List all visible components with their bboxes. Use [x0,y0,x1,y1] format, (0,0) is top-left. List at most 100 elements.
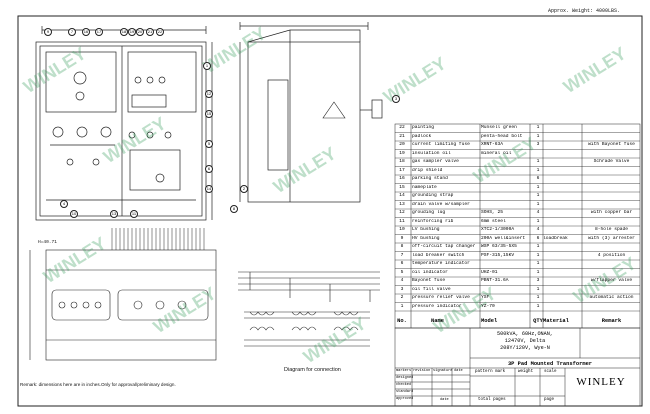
bom-cell-no: 3 [400,286,404,292]
callout-number: 12 [205,90,213,98]
tb-label-standard: standard [396,390,414,394]
callout-number: 2 [240,185,248,193]
bom-col-model: Model [481,318,498,324]
bom-cell-name: LV bushing [412,227,440,232]
bom-cell-name: oil fill valve [412,286,451,292]
bom-col-qty: QTY [533,318,543,324]
tb-scale: scale [544,370,557,374]
connection-diagram [238,271,380,347]
bom-cell-qty: 4 [536,227,540,232]
bom-row: 4 Bayonet fuse PBNT-31.6A 3 w/flapper valve [395,277,640,286]
bom-col-remark: Remark [601,318,622,324]
bom-cell-no: 8 [400,244,404,249]
bom-cell-name: nameplate [412,184,437,190]
tb-label-checked: checked [396,383,412,387]
bom-row-lines [395,132,640,312]
bom-cell-qty: 1 [536,125,540,130]
bom-cell-remark: automatic action [589,295,634,300]
bom-cell-qty: 4 [536,210,540,215]
callout-number: 11 [130,210,138,218]
callout-number: 20 [136,28,144,36]
bom-col-no: No. [397,318,407,324]
bom-cell-qty: 1 [536,261,540,266]
tb-page: page [544,398,555,402]
tb-date: date [440,398,449,402]
bom-header-row: No. Name Model QTY Material Remark [395,317,640,326]
callout-number: 18 [120,28,128,36]
bom-cell-model: penta-head bolt [481,133,523,139]
approx-weight: Approx. Weight: 4000LBS. [548,8,621,14]
bom-cell-no: 2 [400,295,404,300]
bom-cell-no: 18 [399,159,405,164]
bom-cell-name: HV bushing [412,235,440,241]
bom-cell-remark: 8-hole spade [594,227,629,232]
bom-cell-no: 6 [400,261,404,266]
brand-name: WINLEY [576,376,626,388]
bom-cell-name: reinforcing rib [412,218,454,224]
bom-cell-name: Bayonet fuse [412,278,446,283]
bom-cell-qty: 1 [536,269,540,275]
spec-line-1: 500kVA, 60Hz,ONAN, [496,331,554,337]
bom-cell-no: 4 [400,278,404,283]
bom-cell-qty: 1 [536,244,540,249]
bom-cell-qty: 1 [536,252,540,258]
bom-cell-no: 10 [399,227,405,232]
callout-number: 16 [82,28,90,36]
front-view [35,26,213,221]
callout-number: 10 [70,210,78,218]
cooling-fins [111,228,205,250]
bom-cell-no: 16 [399,176,405,181]
callout-number: 13 [110,210,118,218]
bom-cell-model: 6mm steel [481,218,506,224]
tb-date-col: date [454,369,463,373]
bom-cell-qty: 1 [536,159,540,164]
bom-cell-model: XRNT-63A [481,142,504,147]
bom-cell-name: pressure indicator [412,303,462,309]
bom-cell-remark: with Bayonet fuse [588,142,635,147]
bom-cell-name: off-circuit tap changer [412,244,476,249]
bom-cell-model: YSF [481,295,490,300]
bom-cell-model: UHZ-01 [481,269,498,275]
bom-cell-name: load breaker switch [412,252,465,258]
bom-cell-material: loadbreak [543,235,568,241]
callout-number: 5 [205,140,213,148]
callout-number: 9 [44,28,52,36]
bom-cell-no: 12 [399,210,405,215]
callout-number: 17 [95,28,103,36]
callout-number: 14 [205,185,213,193]
bom-cell-remark: w/flapper valve [590,278,633,283]
callout-number: 1 [203,62,211,70]
bom-cell-qty: 3 [536,278,540,283]
bom-cell-qty: 1 [536,133,540,139]
bom-cell-model: Munsell green [481,125,517,130]
bom-cell-no: 21 [399,133,405,139]
bom-cell-qty: 1 [536,218,540,224]
bom-cell-name: grounding strap [412,193,454,198]
bom-cell-qty: 1 [536,193,540,198]
bom-col-name: Name [431,318,444,324]
bom-cell-qty: 1 [536,184,540,190]
bom-cell-model: PBNT-31.6A [481,278,509,283]
hv-dimension: H=40.71 [38,240,57,245]
spec-line-2: 12470V, Delta [504,338,546,344]
bom-cell-qty: 1 [536,303,540,309]
tb-pattern-mark: pattern mark [475,370,506,374]
bom-cell-model: 200A well&insert [481,235,526,241]
diagram-label: Diagram for connection [284,367,341,373]
bom-cell-name: drain valve w/sampler [412,201,470,207]
bom-cell-remark: 4 position [597,252,626,258]
